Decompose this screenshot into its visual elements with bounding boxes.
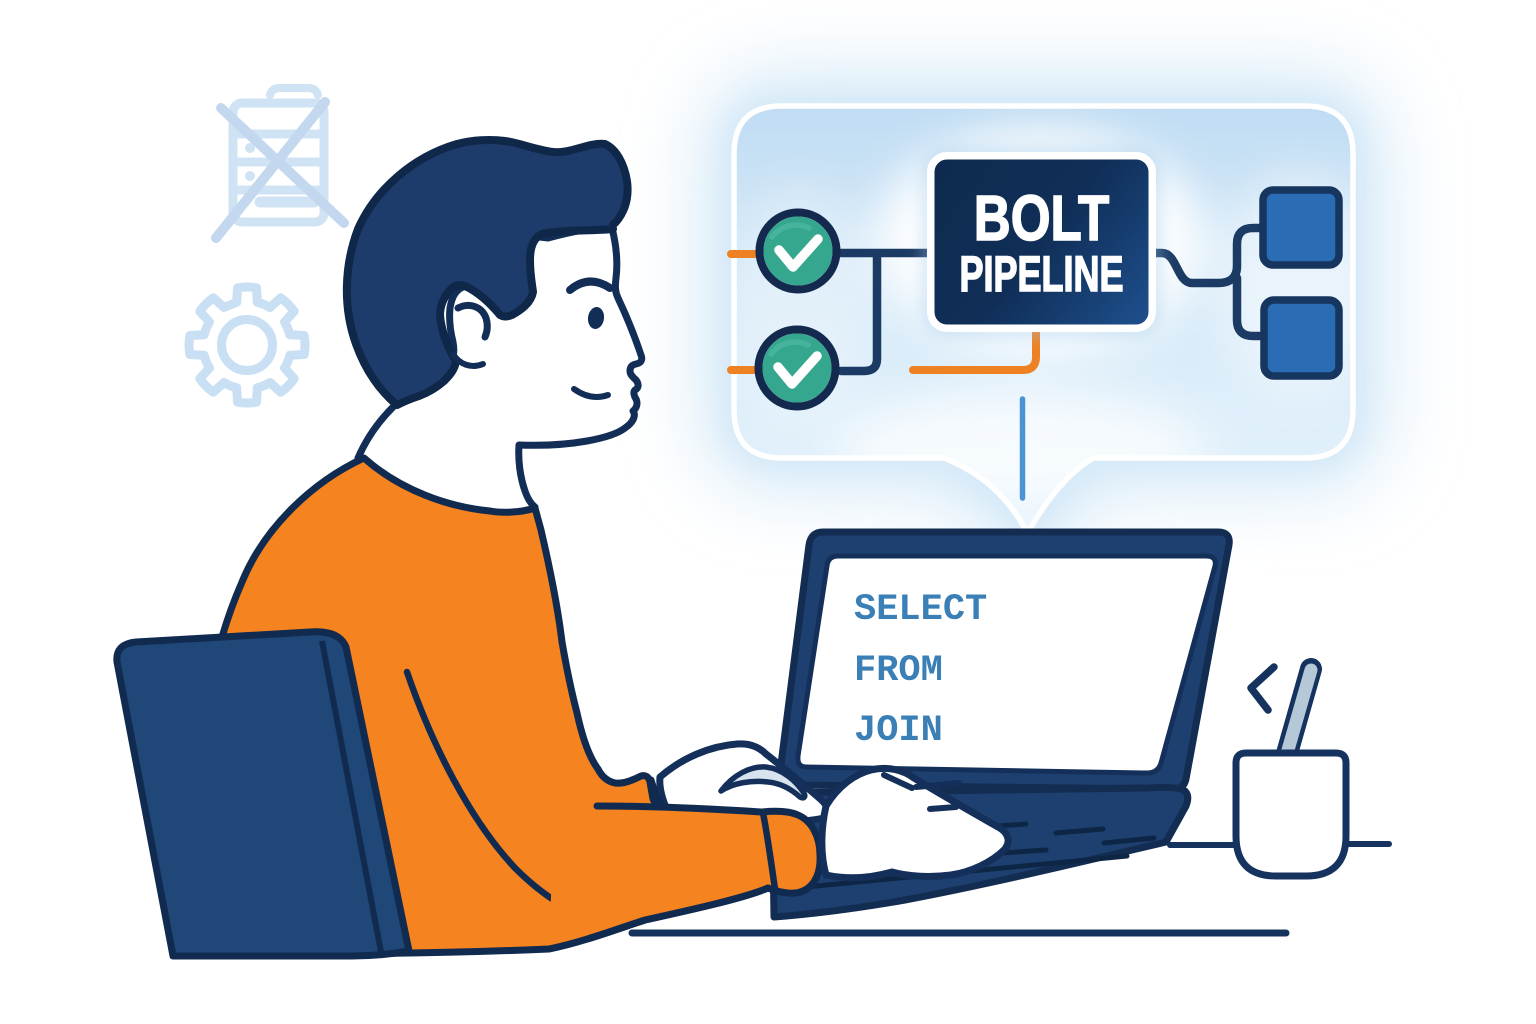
- svg-text:SELECT: SELECT: [854, 589, 987, 631]
- svg-text:PIPELINE: PIPELINE: [959, 247, 1123, 302]
- svg-text:JOIN: JOIN: [854, 710, 943, 752]
- svg-text:FROM: FROM: [854, 650, 943, 692]
- svg-text:BOLT: BOLT: [974, 184, 1110, 255]
